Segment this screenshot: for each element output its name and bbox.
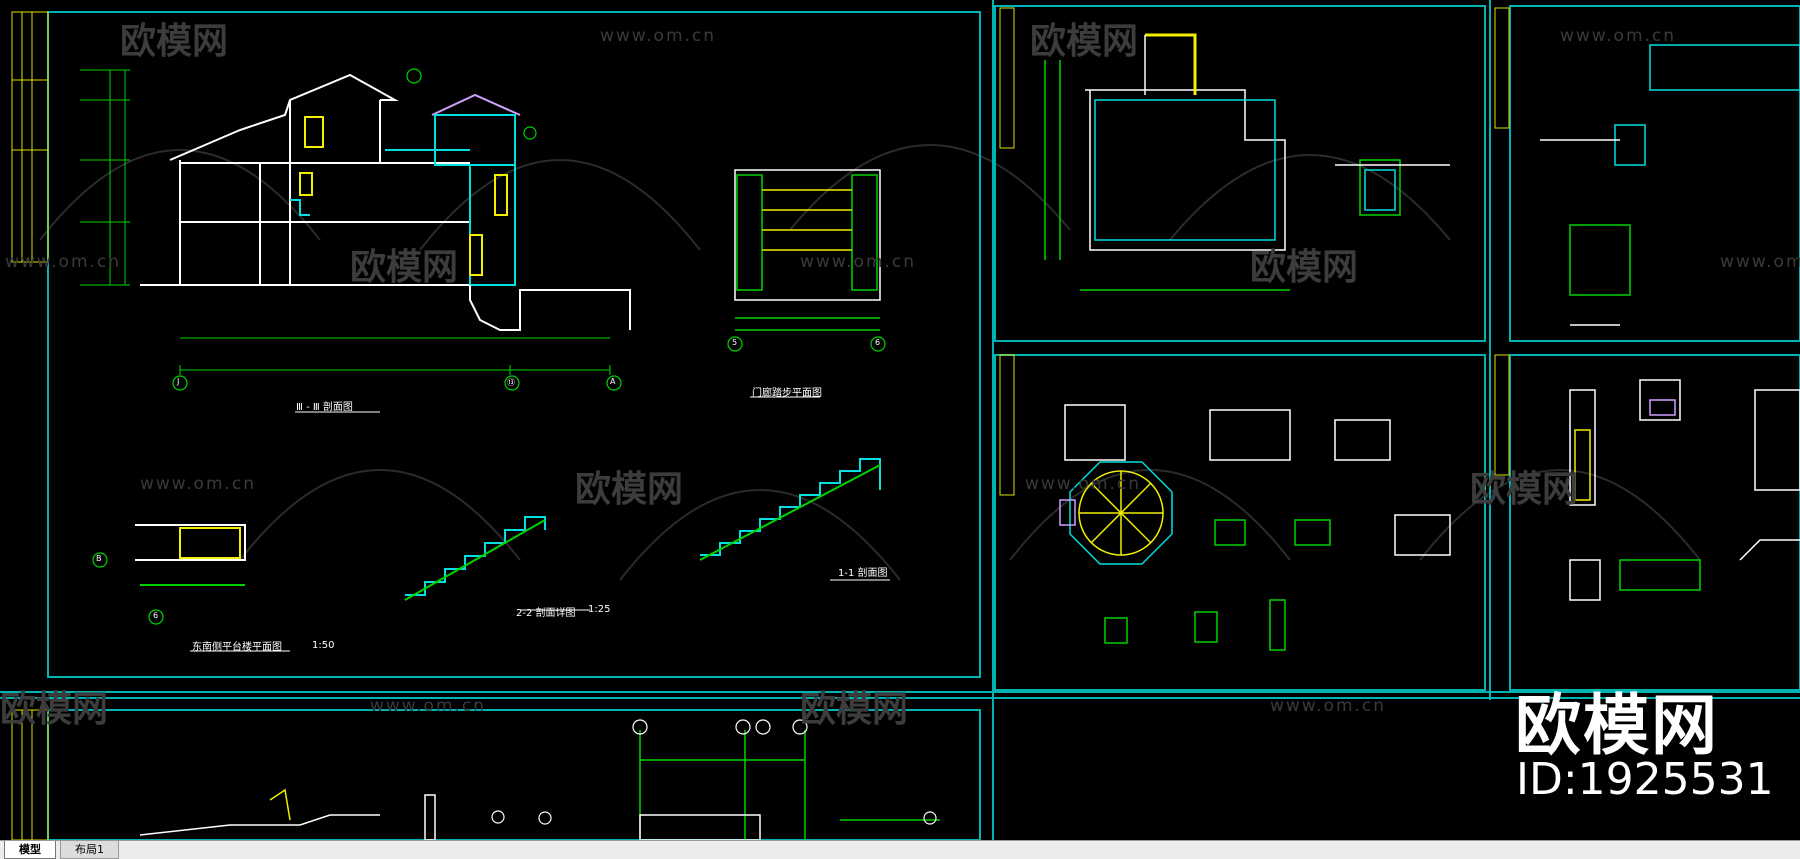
axis-marker: B — [96, 554, 102, 563]
section-2-title: 2-2 剖面详图 — [516, 608, 576, 619]
layout-tab-bar: 模型 布局1 — [0, 840, 1800, 859]
watermark-brand: 欧模网 — [120, 21, 229, 62]
watermark-url: www.om.cn — [800, 252, 917, 272]
tab-layout1[interactable]: 布局1 — [60, 841, 119, 859]
watermark-url: www.om.cn — [370, 696, 487, 716]
cad-drawing — [0, 0, 1800, 840]
door-plan-title: 门廊踏步平面图 — [752, 388, 822, 399]
watermark-brand: 欧模网 — [350, 247, 459, 288]
watermark-id: ID:1925531 — [1516, 754, 1774, 805]
axis-marker: 6 — [875, 338, 881, 347]
bottom-partial-drawing — [139, 730, 940, 840]
platform-plan-scale: 1:50 — [312, 640, 335, 651]
kiosk-details — [1569, 379, 1800, 601]
watermark-brand: 欧模网 — [800, 689, 909, 730]
section-3-title: Ⅲ - Ⅲ 剖面图 — [296, 402, 353, 413]
axis-marker: 6 — [153, 611, 159, 620]
axis-marker: A — [610, 377, 616, 386]
watermark-brand: 欧模网 — [1030, 21, 1139, 62]
watermark-url: www.om.cn — [1025, 474, 1142, 494]
section-1-title: 1-1 剖面图 — [838, 568, 888, 579]
platform-plan-title: 东南侧平台楼平面图 — [192, 642, 282, 653]
watermark-url: www.om.cn — [5, 252, 122, 272]
wall-detail — [1540, 44, 1800, 326]
watermark-url: www.om.cn — [140, 474, 257, 494]
title-underlines — [190, 396, 890, 652]
watermark-url: www.om.cn — [1560, 26, 1677, 46]
sheet-frames — [0, 0, 1800, 840]
watermark-brand: 欧模网 — [0, 689, 109, 730]
watermark-brand: 欧模网 — [1470, 469, 1579, 510]
stair-sections — [135, 458, 881, 601]
axis-circles — [92, 68, 886, 625]
axis-marker: ⑬ — [507, 378, 515, 387]
tab-model[interactable]: 模型 — [4, 841, 56, 859]
axis-marker: J — [177, 377, 180, 386]
title-strips — [11, 7, 1510, 840]
watermark-brand: 欧模网 — [575, 469, 684, 510]
watermark-url: www.om.cn — [600, 26, 717, 46]
section-dimensions — [80, 69, 611, 375]
pool-plan — [1044, 33, 1450, 291]
pavilion-plan — [1059, 404, 1451, 651]
watermark-url: www.om.cn — [1270, 696, 1387, 716]
watermark-brand-large: 欧模网 — [1515, 687, 1719, 764]
watermark-url: www.om.cn — [1720, 252, 1800, 272]
building-section — [140, 73, 631, 331]
axis-marker: 5 — [732, 338, 738, 347]
section-2-scale: 1:25 — [588, 604, 611, 615]
bottom-axis-circles — [491, 719, 937, 825]
watermark-brand: 欧模网 — [1250, 247, 1359, 288]
door-plan — [734, 169, 881, 331]
watermark-arcs — [39, 144, 1701, 581]
cad-drawing-canvas[interactable]: 欧模网 www.om.cn 欧模网 www.om.cn www.om.cn 欧模… — [0, 0, 1800, 840]
